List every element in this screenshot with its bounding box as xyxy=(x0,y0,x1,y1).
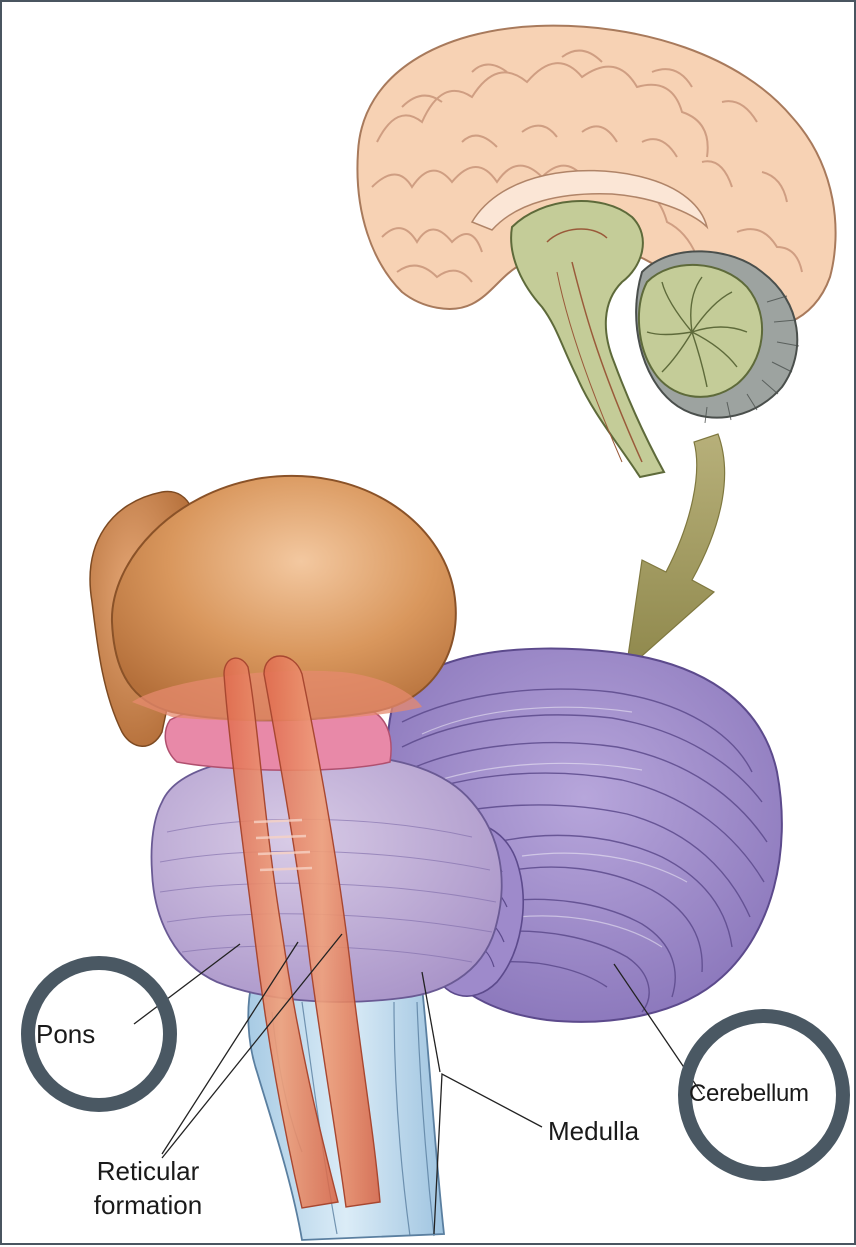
reticular-label-line1: Reticular xyxy=(78,1154,218,1188)
reticular-label-line2: formation xyxy=(78,1188,218,1222)
medulla-label: Medulla xyxy=(548,1114,639,1148)
pons-label: Pons xyxy=(36,1017,95,1051)
cerebellum-label: Cerebellum xyxy=(689,1077,809,1111)
reticular-formation-label: Reticular formation xyxy=(78,1154,218,1222)
medulla-leader xyxy=(434,1074,542,1234)
sagittal-brain-inset xyxy=(357,26,835,477)
